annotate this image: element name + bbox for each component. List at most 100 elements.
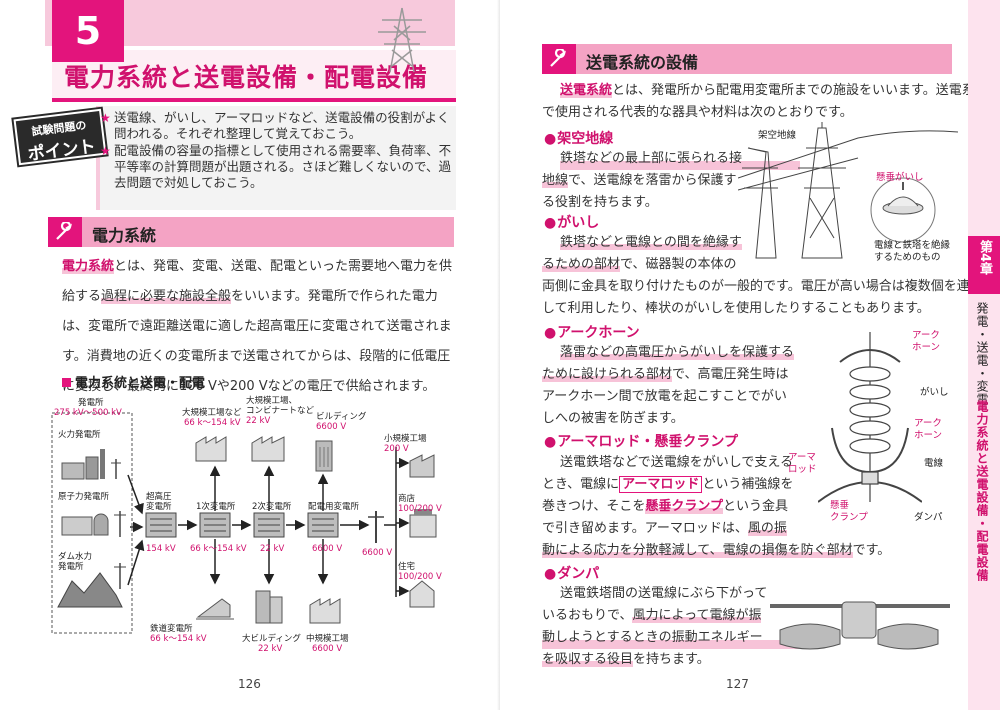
label-caption-1: 電線と鉄塔を絶縁 [874, 240, 951, 251]
armor-text-5b: です。 [852, 543, 891, 558]
building-icon [315, 440, 333, 472]
overhead-line-3: る役割を持ちます。 [542, 195, 658, 210]
label-plant-group-v: 275 kV〜500 kV [54, 408, 122, 418]
label-shop-v: 100/200 V [398, 504, 442, 514]
suspended-insulator-icon [882, 182, 924, 215]
damper-line-4: を吸収する役目を持ちます。 [542, 649, 820, 671]
label-armor-b: ロッド [788, 464, 817, 475]
overhead-line-2: 地線で、送電線を落雷から保護す [542, 170, 800, 192]
label-large-factory2: 大規模工場、 [246, 395, 297, 406]
arc-text-2: で、高電圧発生時は [672, 367, 789, 382]
chapter-side-tab-active [968, 236, 1000, 294]
keyword-power-system: 電力系統 [62, 259, 115, 274]
label-ss-ultra: 超高圧 [146, 491, 172, 502]
overhead-line-1: 鉄塔などの最上部に張られる接 [560, 148, 800, 170]
overhead-paragraph: 鉄塔などの最上部に張られる接 地線で、送電線を落雷から保護す る役割を持ちます。 [542, 148, 800, 214]
label-big-building-v: 22 kV [258, 644, 282, 654]
subhead-damper: ダンパ [544, 563, 599, 583]
damper-highlight-4: を吸収する役目 [542, 652, 634, 667]
big-building-icon [255, 590, 283, 624]
damper-line-3: 動しようとするときの振動エネルギー [542, 627, 820, 649]
figure-title: 電力系統と送電・配電 [62, 372, 205, 391]
subhead-insulator: がいし [544, 212, 599, 232]
page-number-left: 126 [238, 677, 261, 691]
label-large-factory2-v: 22 kV [246, 416, 270, 426]
small-factory-icon [409, 454, 435, 478]
label-ss-ultra2: 変電所 [146, 501, 172, 512]
label-shop: 商店 [398, 493, 416, 504]
label-railway: 鉄道変電所 [150, 623, 193, 634]
damper-text-2a: いるおもりで、 [542, 608, 633, 623]
thermal-plant-icon [61, 449, 121, 480]
label-ground-wire: 架空地線 [758, 130, 797, 141]
body-text-1: とは、発電、変電、送電、配電といった需要地へ電力を供給する [62, 259, 453, 304]
section-heading: 送電系統の設備 [542, 44, 952, 74]
label-ss-primary-v: 66 k〜154 kV [190, 544, 247, 554]
right-page: 送電系統の設備 送電系統とは、発電所から配電用変電所までの施設をいいます。送電系… [500, 0, 1000, 710]
insulator-line-1: 鉄塔などと電線との間を絶縁す [560, 232, 960, 254]
railway-icon [196, 598, 234, 620]
intro-line-1: 送電系統とは、発電所から配電用変電所までの施設をいいます。送電系統 [560, 80, 988, 102]
insulator-line-4: して利用したり、棒状のがいしを使用したりすることもあります。 [542, 301, 930, 316]
body-text-highlight: 過程に必要な施設全般 [101, 289, 232, 304]
intro-paragraph: 送電系統とは、発電所から配電用変電所までの施設をいいます。送電系統 で使用される… [542, 80, 988, 124]
armor-line-2: とき、電線にアーマロッドという補強線を [542, 474, 830, 496]
intro-line-2: で使用される代表的な器具や材料は次のとおりです。 [542, 105, 853, 120]
label-insulator: がいし [920, 387, 949, 398]
label-nuclear: 原子力発電所 [58, 491, 110, 502]
insulator-paragraph: 鉄塔などと電線との間を絶縁す るための部材で、磁器製の本体の 両側に金具を取り付… [542, 232, 983, 320]
armor-text-3a: 巻きつけ、そこを [542, 499, 646, 514]
label-armor-a: アーマ [788, 452, 816, 463]
substation-ultra-icon [145, 512, 177, 538]
label-arc-horn-1b: ホーン [912, 342, 941, 353]
tower-illustration [738, 122, 958, 259]
damper-paragraph: 送電鉄塔間の送電線にぶら下がって いるおもりで、風力によって電線が振 動しようと… [542, 583, 820, 671]
label-building: ビルディング [316, 411, 367, 422]
point-list: 送電線、がいし、アーマロッドなど、送電設備の役割がよく問われる。それぞれ整理して… [100, 110, 452, 192]
overhead-highlight: 地線 [542, 173, 569, 188]
arc-line-2: ために設けられる部材で、高電圧発生時は [542, 364, 820, 386]
armor-highlight-4: 風の振 [747, 521, 787, 536]
label-large-factory: 大規模工場など [182, 407, 242, 418]
label-pole-v: 6600 V [362, 548, 392, 558]
power-system-diagram: 発電所 275 kV〜500 kV 火力発電所 原子力発電所 ダム水力 発電所 … [51, 395, 442, 654]
label-arc-horn-2b: ホーン [914, 430, 943, 441]
arc-line-3: アークホーン間で放電を起こすことでがい [542, 389, 787, 404]
label-railway-v: 66 k〜154 kV [150, 634, 207, 644]
label-arc-horn-2a: アーク [914, 418, 942, 429]
label-ss-dist-v: 6600 V [312, 544, 342, 554]
subhead-overhead-wire: 架空地線 [544, 128, 613, 148]
insulator-line-2: るための部材で、磁器製の本体の [542, 254, 960, 276]
substation-secondary-icon [253, 512, 285, 538]
section-title: 電力系統 [92, 226, 157, 245]
plant-group-box [51, 412, 133, 634]
hydro-plant-icon [57, 563, 126, 608]
side-tab-chapter: 第4章 [977, 240, 992, 276]
large-factory-icon [195, 436, 227, 462]
substation-primary-icon [199, 512, 231, 538]
label-hydro: ダム水力 [58, 551, 92, 562]
chapter-number: 5 [52, 0, 124, 62]
insulator-highlight-1: 鉄塔などと電線との間を絶縁す [560, 235, 742, 250]
armor-line-5: 動による応力を分散軽減して、電線の損傷を防ぐ部材です。 [542, 540, 890, 562]
damper-line-2: いるおもりで、風力によって電線が振 [542, 605, 820, 627]
point-item: 送電線、がいし、アーマロッドなど、送電設備の役割がよく問われる。それぞれ整理して… [100, 110, 452, 142]
substation-distribution-icon [307, 512, 339, 538]
arc-highlight-1: 落雷などの高電圧からがいしを保護する [560, 345, 795, 360]
overhead-text: で、送電線を落雷から保護す [568, 173, 737, 188]
label-clamp-b: クランプ [830, 512, 868, 523]
label-ss-secondary: 2次変電所 [252, 501, 292, 512]
label-clamp-a: 懸垂 [830, 500, 850, 511]
insulator-string-illustration [818, 332, 922, 503]
armor-line-4: で引き留めます。アーマロッドは、風の振 [542, 518, 830, 540]
section-title: 送電系統の設備 [586, 53, 699, 72]
keyword-clamp: 懸垂クランプ [645, 499, 723, 514]
wrench-icon [550, 49, 567, 67]
arc-line-4: しへの被害を防ぎます。 [542, 411, 684, 426]
label-large-factory2b: コンビナートなど [246, 406, 315, 416]
label-ss-ultra-v: 154 kV [146, 544, 176, 554]
armor-text-4a: で引き留めます。アーマロッドは、 [542, 521, 748, 536]
label-caption-2: するためのもの [874, 252, 941, 263]
label-ss-dist: 配電用変電所 [308, 501, 360, 512]
keyword-transmission-system: 送電系統 [560, 83, 613, 98]
